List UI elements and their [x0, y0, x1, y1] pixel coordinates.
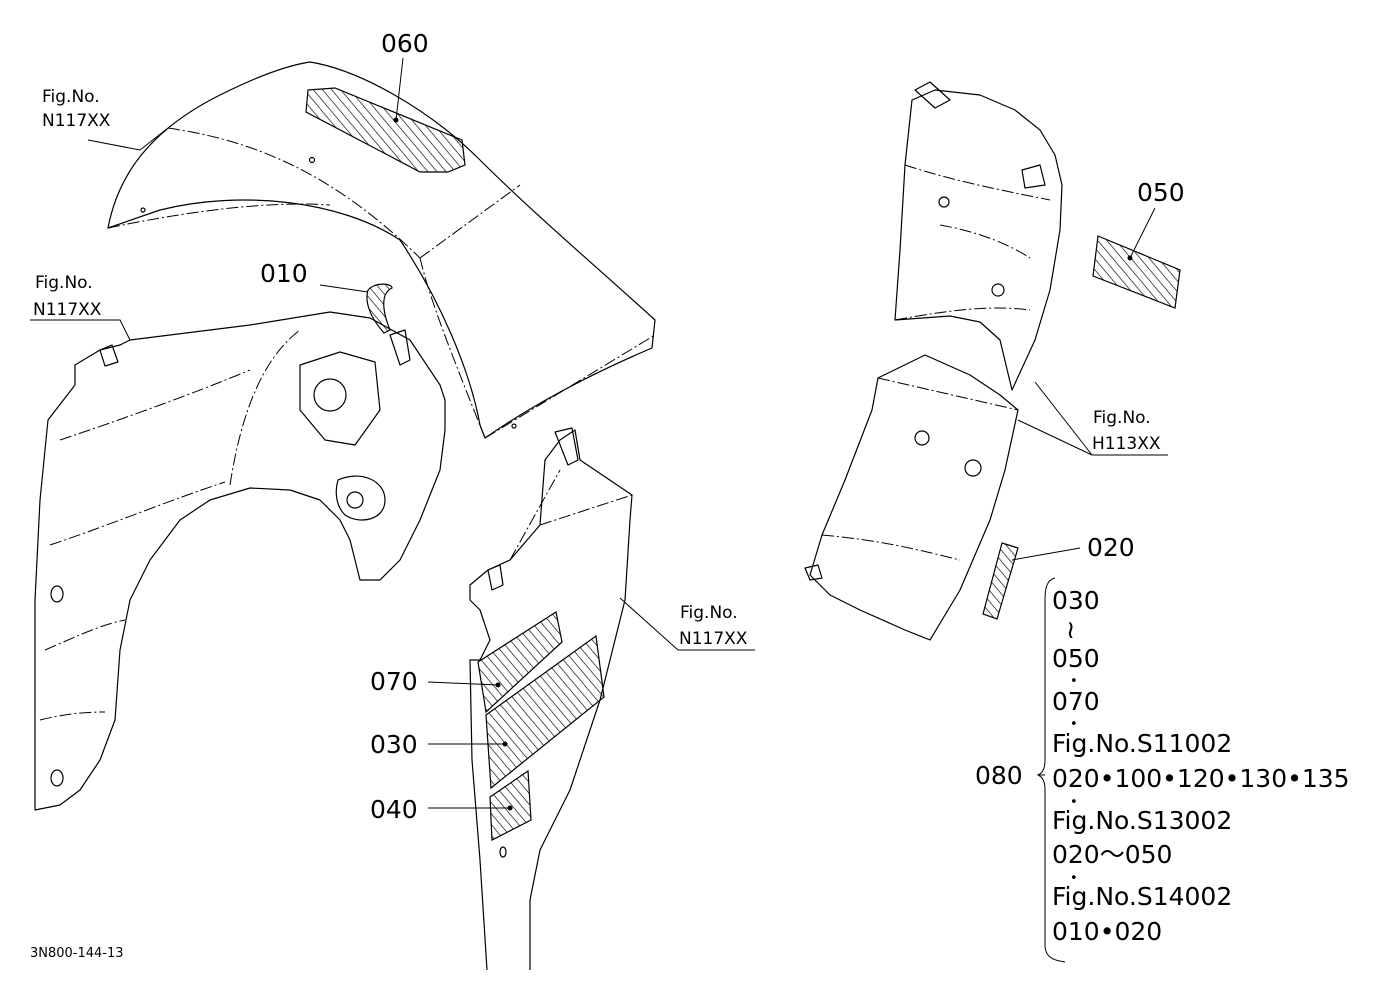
figref-top-left-prefix: Fig.No.: [42, 87, 100, 107]
left-side-fender: [34, 311, 446, 811]
right-lower-panel: [804, 354, 1019, 641]
assembly-list-item: •: [1070, 795, 1078, 810]
assembly-list-item: ≀: [1066, 615, 1075, 644]
label-050: 050: [1137, 178, 1185, 207]
drawing-number: 3N800-144-13: [30, 946, 124, 961]
figref-center-prefix: Fig.No.: [680, 603, 738, 623]
top-fender-panel: [107, 61, 656, 439]
label-030: 030: [370, 730, 418, 759]
figref-mid-left-prefix: Fig.No.: [35, 273, 93, 293]
part-010-insert: [366, 283, 393, 334]
figref-top-left: N117XX: [42, 111, 111, 131]
label-070: 070: [370, 667, 418, 696]
assembly-list-item: 010•020: [1052, 917, 1162, 946]
assembly-list-item: •: [1070, 717, 1078, 732]
label-010: 010: [260, 259, 308, 288]
decal-030: [485, 634, 605, 790]
label-080: 080: [975, 761, 1023, 790]
decal-060: [305, 87, 466, 173]
assembly-list-item: 050: [1052, 644, 1100, 673]
figref-mid-left: N117XX: [33, 300, 102, 320]
assembly-list-item: Fig.No.S11002: [1052, 729, 1232, 758]
figref-right: H113XX: [1092, 434, 1161, 454]
assembly-bracket: [1036, 577, 1066, 963]
label-060: 060: [381, 29, 429, 58]
decal-050: [1092, 235, 1181, 309]
label-020: 020: [1087, 533, 1135, 562]
assembly-list-item: Fig.No.S13002: [1052, 806, 1232, 835]
decal-040: [489, 769, 532, 841]
label-040: 040: [370, 795, 418, 824]
assembly-list-item: 070: [1052, 687, 1100, 716]
assembly-list-item: 030: [1052, 586, 1100, 615]
center-lower-panel: [469, 427, 633, 971]
decal-020: [982, 542, 1019, 620]
assembly-list-item: •: [1070, 871, 1078, 886]
assembly-list-item: 020～050: [1052, 840, 1172, 869]
right-upper-panel: [894, 81, 1063, 391]
assembly-list-item: 020•100•120•130•135: [1052, 764, 1350, 793]
assembly-list-item: •: [1070, 674, 1078, 689]
leader-lines: [30, 57, 1168, 811]
assembly-list-item: Fig.No.S14002: [1052, 882, 1232, 911]
assembly-list: 030 ≀ 050 • 070 • Fig.No.S11002 020•100•…: [1052, 586, 1350, 946]
figref-right-prefix: Fig.No.: [1093, 408, 1151, 428]
figref-center: N117XX: [679, 629, 748, 649]
